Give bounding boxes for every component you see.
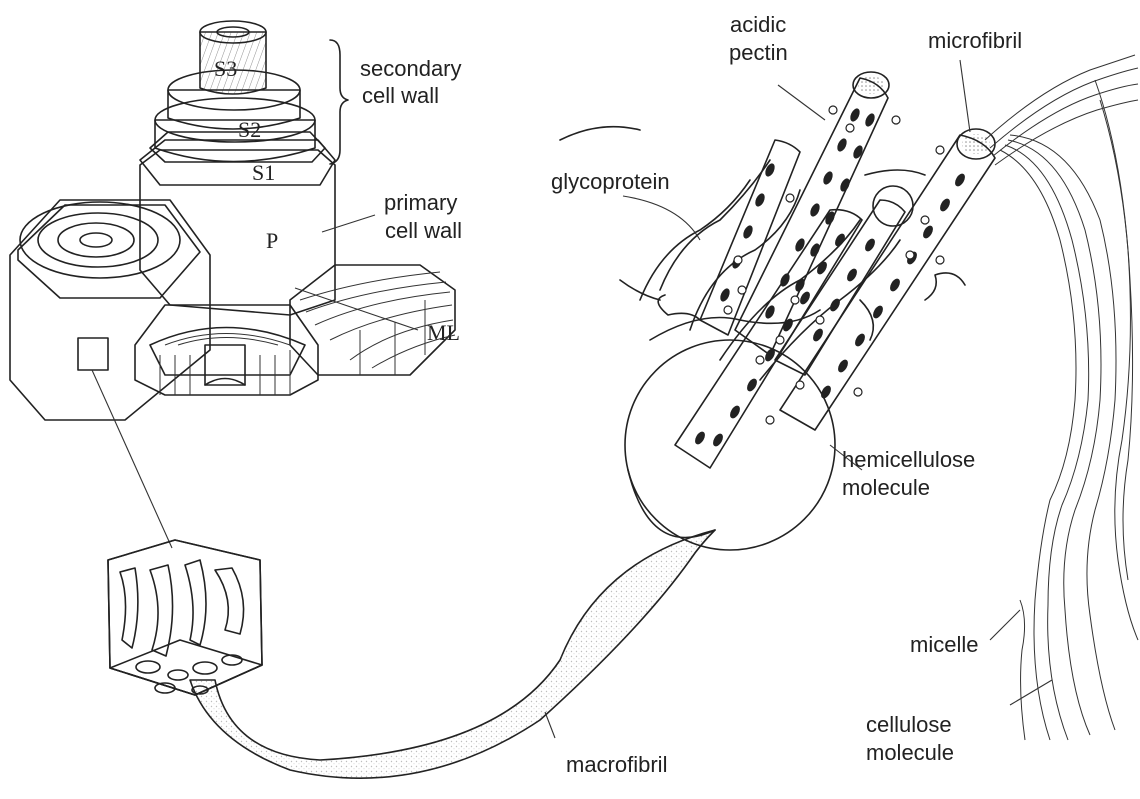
label-cellulose-line1: cellulose (866, 712, 952, 737)
label-ml: ML (427, 320, 460, 345)
cube-leader (92, 370, 172, 548)
label-s2: S2 (238, 117, 261, 142)
sample-square (78, 338, 108, 370)
label-secondary-line2: cell wall (362, 83, 439, 108)
primary-wall-leader (322, 215, 375, 232)
macrofibril-cross-section (625, 340, 835, 550)
label-primary-line1: primary (384, 190, 457, 215)
sample-cube (92, 370, 262, 695)
label-s3: S3 (214, 56, 237, 81)
label-primary-line2: cell wall (385, 218, 462, 243)
label-cellulose-line2: molecule (866, 740, 954, 765)
cellulose-leader (1010, 680, 1052, 705)
label-micelle: micelle (910, 632, 978, 657)
macrofibril-leader (545, 712, 555, 738)
label-secondary-line1: secondary (360, 56, 462, 81)
secondary-wall-bracket (330, 40, 348, 164)
acidic-pectin-leader (778, 85, 825, 120)
micelle-leader (990, 610, 1020, 640)
micelle-strands (985, 55, 1138, 740)
label-s1: S1 (252, 160, 275, 185)
fibril-rod (775, 186, 913, 375)
label-glycoprotein: glycoprotein (551, 169, 670, 194)
glycoprotein-leader (623, 196, 700, 240)
label-p: P (266, 228, 278, 253)
label-microfibril: microfibril (928, 28, 1022, 53)
label-macrofibril: macrofibril (566, 752, 667, 777)
fibril-rod (700, 140, 800, 335)
microfibril-leader (960, 60, 970, 132)
label-hemicellulose-line1: hemicellulose (842, 447, 975, 472)
left-cell (10, 200, 210, 420)
layered-tower (140, 21, 335, 315)
label-hemicellulose-line2: molecule (842, 475, 930, 500)
label-pectin: pectin (729, 40, 788, 65)
label-acidic: acidic (730, 12, 786, 37)
macrofibril (190, 340, 835, 778)
microfibril-bundle (560, 72, 995, 468)
